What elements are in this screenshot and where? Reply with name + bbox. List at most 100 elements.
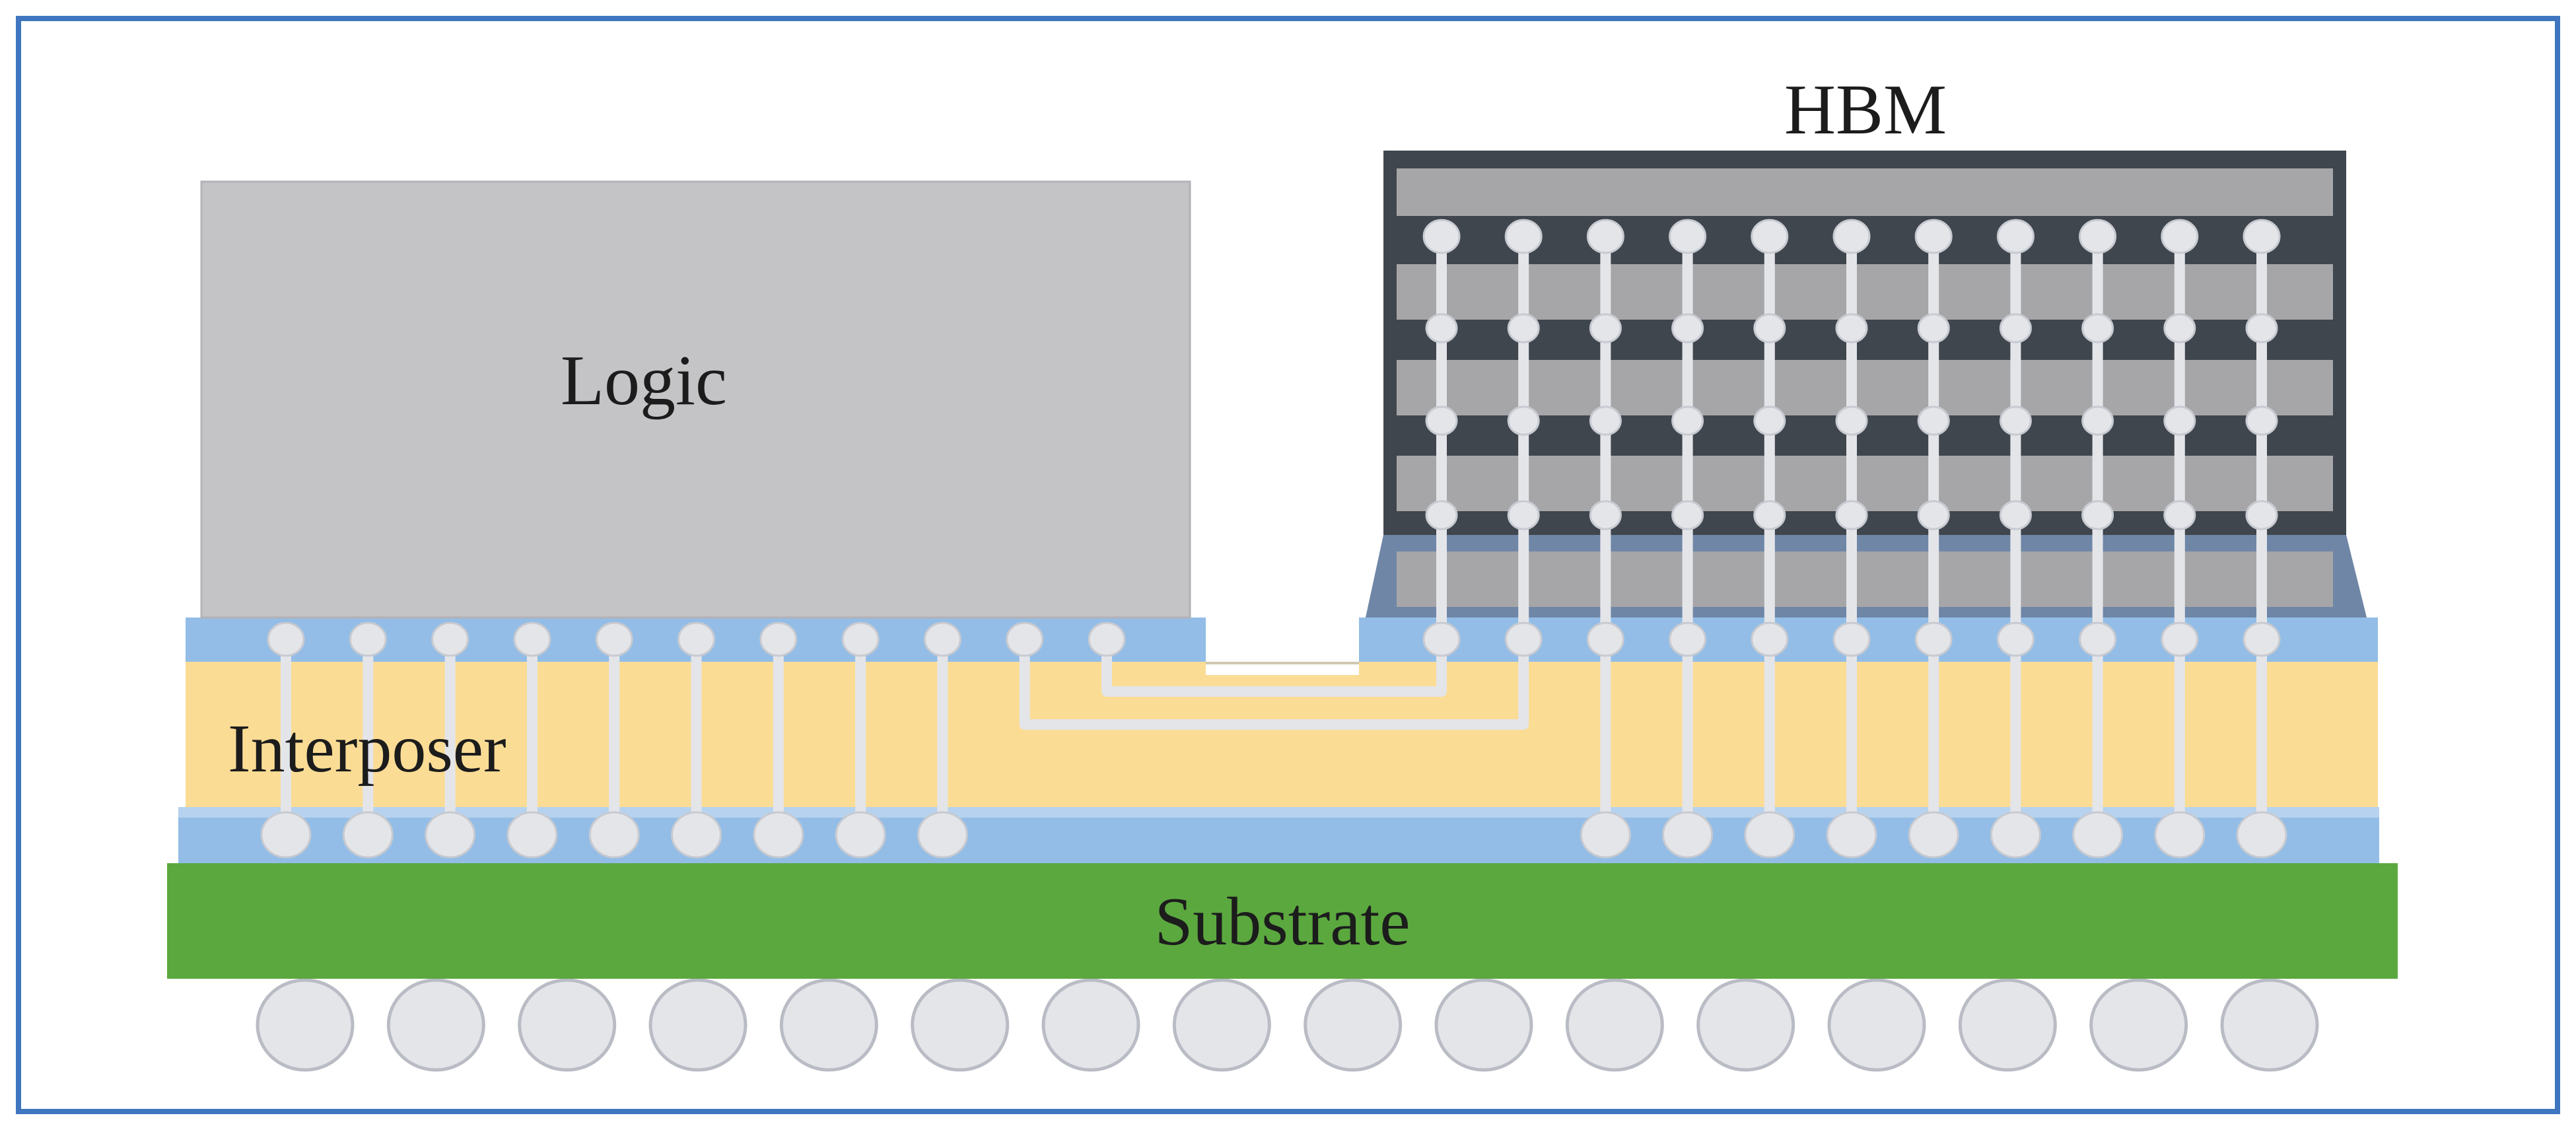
hbm-tsv-junction — [1753, 500, 1786, 530]
logic-microbump — [759, 621, 798, 657]
logic-label: Logic — [561, 341, 727, 420]
hbm-microbump — [1996, 621, 2035, 657]
hbm-tsv-junction — [1753, 313, 1786, 343]
hbm-memory-layer — [1397, 264, 2333, 320]
hbm-tsv-junction — [1589, 313, 1622, 343]
logic-microbump — [513, 621, 551, 657]
logic-microbump — [678, 621, 715, 657]
hbm-tsv-junction — [1999, 313, 2032, 343]
hbm-tsv-junction — [1422, 219, 1461, 254]
package-ball — [2089, 978, 2188, 1072]
hbm-bottom-bump — [2072, 811, 2124, 859]
package-ball — [1434, 978, 1533, 1072]
logic-bottom-bump — [753, 811, 804, 859]
package-ball — [779, 978, 878, 1072]
hbm-tsv-junction — [1753, 406, 1786, 436]
package-balls — [256, 978, 2319, 1072]
hbm-bottom-bump — [1990, 811, 2041, 859]
hbm-tsv-junction — [1832, 219, 1871, 254]
logic-bottom-bump — [917, 811, 968, 859]
interposer-label: Interposer — [228, 711, 506, 787]
hbm-tsv-junction — [2245, 313, 2278, 343]
hbm-memory-layer — [1397, 168, 2333, 216]
hbm-microbump — [1504, 621, 1543, 657]
hbm-bottom-bump — [1662, 811, 1714, 859]
hbm-tsv-junction — [1914, 219, 1953, 254]
hbm-tsv-junction — [2163, 313, 2196, 343]
hbm-tsv-junction — [1835, 500, 1868, 530]
hbm-tsv-junction — [1425, 406, 1458, 436]
hbm-tsv-junction — [2163, 500, 2196, 530]
logic-bottom-bump — [260, 811, 312, 859]
logic-bottom-bump — [506, 811, 558, 859]
hbm-microbump — [1751, 621, 1789, 657]
hbm-tsv-junction — [2081, 313, 2114, 343]
hbm-tsv-junction — [1917, 313, 1950, 343]
hbm-bottom-bump — [2236, 811, 2287, 859]
package-ball — [648, 978, 748, 1072]
hbm-tsv-junction — [1671, 406, 1704, 436]
package-ball — [1172, 978, 1271, 1072]
logic-bottom-bump — [671, 811, 722, 859]
logic-microbump — [431, 621, 470, 657]
hbm-tsv-junction — [1835, 406, 1868, 436]
hbm-label: HBM — [1784, 71, 1947, 149]
package-ball — [518, 978, 617, 1072]
hbm-microbump — [1669, 621, 1707, 657]
logic-microbump — [267, 621, 305, 657]
logic-microbump — [923, 621, 961, 657]
package-ball — [1827, 978, 1926, 1072]
hbm-tsv-junction — [1999, 406, 2032, 436]
hbm-tsv-junction — [1835, 313, 1868, 343]
hbm-tsv-junction — [2081, 500, 2114, 530]
hbm-tsv-junction — [1999, 500, 2032, 530]
hbm-tsv-junction — [2161, 219, 2199, 254]
hbm-memory-layer — [1397, 551, 2333, 607]
hbm-tsv-junction — [2245, 500, 2278, 530]
logic-bottom-bump — [588, 811, 640, 859]
logic-microbump — [1006, 621, 1044, 657]
hbm-tsv-junction — [1589, 500, 1622, 530]
logic-bottom-bump — [342, 811, 394, 859]
package-ball — [1696, 978, 1795, 1072]
hbm-tsv-junction — [2079, 219, 2117, 254]
hbm-microbump — [1832, 621, 1871, 657]
package-ball — [2220, 978, 2319, 1072]
hbm-tsv-junction — [1425, 500, 1458, 530]
logic-microbump — [1088, 621, 1126, 657]
hbm-tsv-junction — [1507, 500, 1540, 530]
package-ball — [1565, 978, 1664, 1072]
interposer — [186, 662, 2378, 807]
logic-microbump — [841, 621, 880, 657]
hbm-microbump — [2079, 621, 2117, 657]
hbm-tsv-junction — [1669, 219, 1707, 254]
hbm-tsv-junction — [2243, 219, 2281, 254]
hbm-microbump — [2243, 621, 2281, 657]
hbm-microbump — [2161, 621, 2199, 657]
package-ball — [1958, 978, 2057, 1072]
hbm-tsv-junction — [1425, 313, 1458, 343]
hbm-tsv-junction — [1917, 406, 1950, 436]
logic-die — [200, 180, 1191, 619]
substrate-label: Substrate — [1154, 884, 1410, 960]
hbm-tsv-junction — [1751, 219, 1789, 254]
logic-hbm-route-outer — [1019, 634, 1529, 730]
package-ball — [1304, 978, 1403, 1072]
hbm-tsv-junction — [1671, 313, 1704, 343]
interposer-recess — [1206, 662, 1359, 675]
package-ball — [911, 978, 1010, 1072]
hbm-bottom-bump — [2154, 811, 2206, 859]
hbm-memory-layer — [1397, 360, 2333, 415]
hbm-tsv-junction — [1917, 500, 1950, 530]
hbm-tsv-junction — [2081, 406, 2114, 436]
hbm-tsv-junction — [2245, 406, 2278, 436]
interconnect-wires — [281, 231, 2267, 839]
package-ball — [1041, 978, 1140, 1072]
hbm-microbump — [1422, 621, 1461, 657]
hbm-bottom-bump — [1744, 811, 1795, 859]
logic-hbm-route-inner — [1101, 634, 1447, 697]
hbm-memory-layer — [1397, 456, 2333, 511]
hbm-bottom-bump — [1580, 811, 1631, 859]
hbm-tsv-junction — [1671, 500, 1704, 530]
